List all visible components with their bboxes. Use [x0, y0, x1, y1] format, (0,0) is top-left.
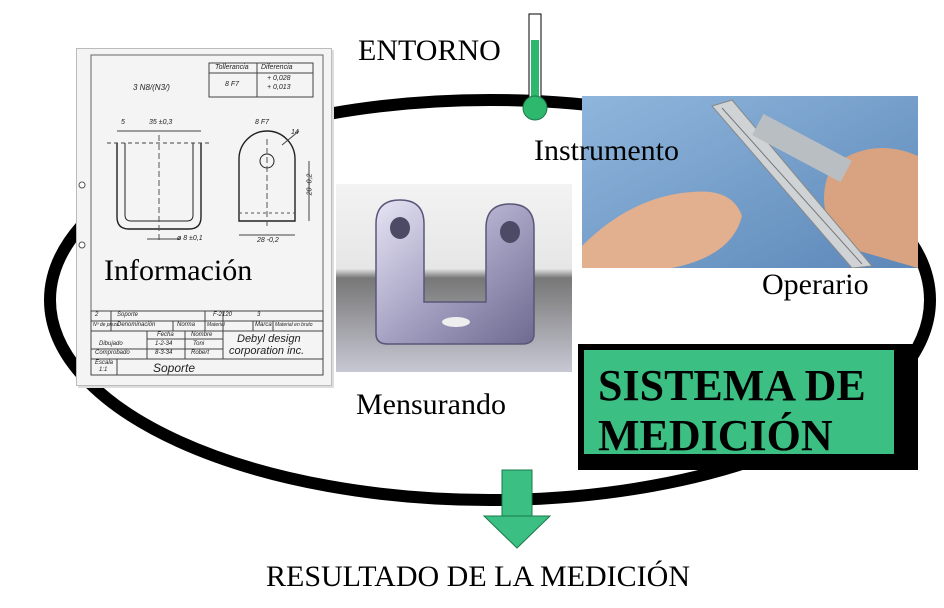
- tb-company-2: corporation inc.: [229, 345, 305, 357]
- thermometer-icon: [522, 13, 548, 121]
- tol-header-2: Diferencia: [261, 64, 293, 71]
- tb-row1c: F-2120: [213, 312, 233, 318]
- mensurando-label: Mensurando: [356, 388, 506, 421]
- sistema-title-line2: MEDICIÓN: [598, 411, 833, 460]
- surface-note: 3 N8/(N3/): [133, 83, 170, 92]
- sistema-title-line1: SISTEMA DE: [598, 361, 866, 410]
- dim-8f7: 8 F7: [255, 119, 270, 126]
- dim-35: 35 ±0,3: [149, 119, 173, 126]
- measurement-system-box: SISTEMA DE MEDICIÓN: [578, 344, 918, 470]
- drawing-lines: [78, 54, 324, 376]
- dim-5: 5: [121, 119, 125, 126]
- tb-comp-fecha: 8-3-34: [155, 350, 173, 356]
- tb-escala-val: 1:1: [99, 367, 108, 373]
- tb-comprobado: Comprobado: [95, 350, 130, 356]
- entorno-label: ENTORNO: [358, 34, 501, 67]
- resultado-label: RESULTADO DE LA MEDICIÓN: [266, 560, 690, 593]
- tb-dibujado: Dibujado: [99, 341, 123, 347]
- tb-hdr-bruto: Material en bruto: [275, 322, 313, 328]
- tb-company-1: Debyl design: [237, 333, 301, 345]
- tb-hdr-marca: Marca: [255, 322, 272, 328]
- result-arrow: [482, 469, 552, 549]
- dim-14: 14: [291, 129, 299, 136]
- tol-diff-1: + 0,028: [267, 75, 291, 82]
- dim-20: 20 -0,2: [306, 173, 314, 196]
- tol-fit: 8 F7: [225, 81, 240, 88]
- informacion-label: Información: [104, 254, 253, 287]
- tol-header-1: Tollerancia: [215, 64, 249, 71]
- tb-escala: Escala: [95, 360, 114, 366]
- tb-dib-fecha: 1-2-34: [155, 341, 173, 347]
- tb-nombre: Nombre: [191, 332, 213, 338]
- technical-drawing: Tollerancia Diferencia 8 F7 + 0,028 + 0,…: [76, 48, 332, 386]
- dim-08: ø 8 ±0,1: [177, 235, 203, 242]
- operario-label: Operario: [762, 268, 869, 301]
- operator-caliper-image: [582, 96, 918, 268]
- tb-title: Soporte: [153, 361, 196, 375]
- tb-row1b: Soporte: [117, 312, 139, 318]
- tol-diff-2: + 0,013: [267, 84, 291, 91]
- tb-comp-nombre: Robert: [191, 350, 210, 356]
- tb-row1a: 2: [95, 312, 99, 318]
- instrumento-label: Instrumento: [534, 134, 679, 167]
- tb-hdr-denom: Denominación: [117, 322, 156, 328]
- tb-fecha: Fecha: [157, 332, 174, 338]
- tb-hdr-material: Material: [207, 322, 225, 328]
- tb-hdr-num: Nº de pieza: [93, 322, 119, 328]
- tb-dib-nombre: Toni: [193, 341, 205, 347]
- tb-hdr-norma: Norma: [177, 322, 196, 328]
- measurand-part-image: [336, 184, 572, 372]
- dim-28: 28 -0,2: [257, 237, 279, 244]
- tb-row1d: 3: [257, 312, 261, 318]
